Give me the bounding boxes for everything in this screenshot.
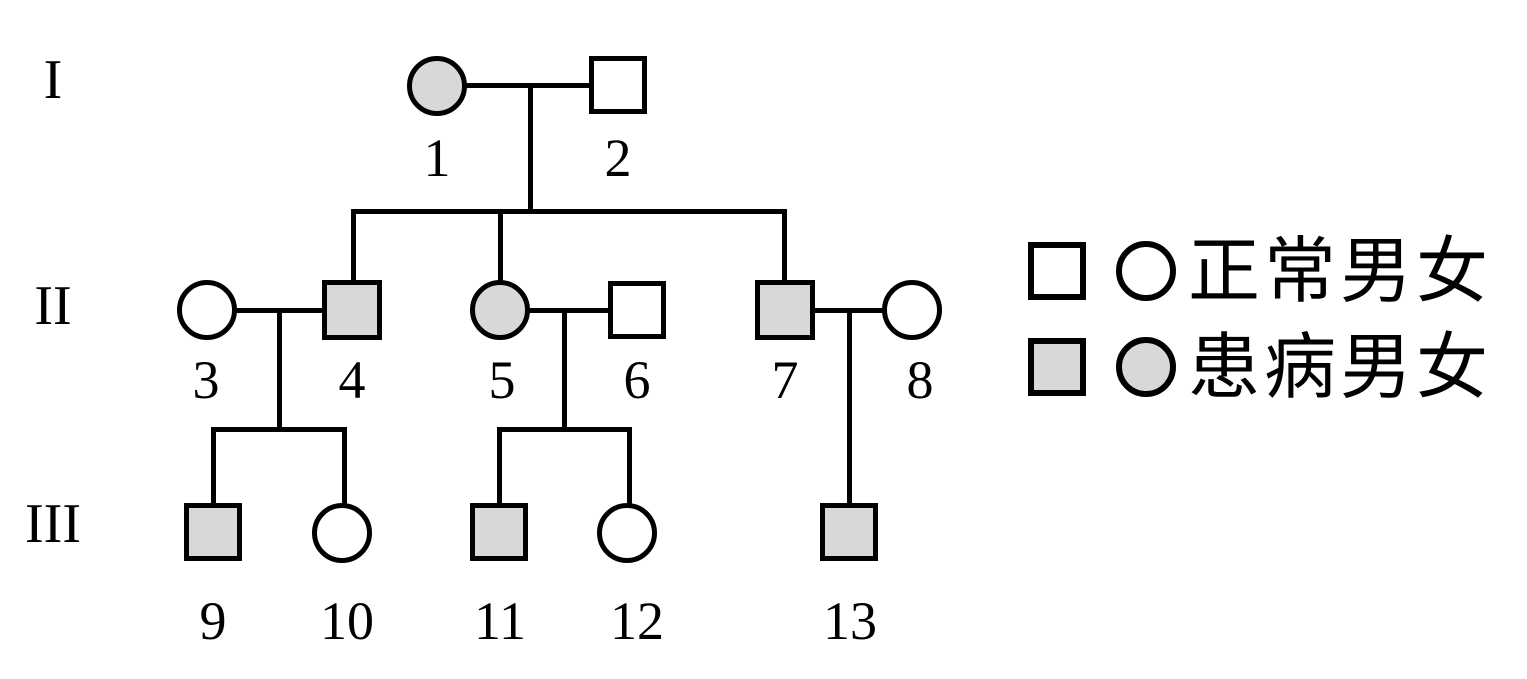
individual-4-symbol (322, 280, 382, 340)
legend-affected-female-circle-icon (1116, 337, 1176, 397)
legend-affected-male-square-icon (1028, 338, 1086, 396)
individual-10-id: 10 (320, 591, 374, 651)
sibling-drop-5 (498, 209, 503, 282)
individual-5-id: 5 (488, 350, 516, 410)
individual-2-symbol (589, 56, 647, 114)
individual-2-id: 2 (604, 128, 632, 188)
legend-normal-male-square-icon (1028, 242, 1086, 300)
individual-3-symbol (177, 280, 237, 340)
individual-1-symbol (407, 56, 467, 116)
individual-9-symbol (184, 503, 242, 561)
sibling-drop-11 (497, 427, 502, 505)
individual-3-id: 3 (192, 350, 220, 410)
legend-normal-label: 正常男女 (1188, 229, 1493, 313)
legend-normal-female-circle-icon (1116, 241, 1176, 301)
sibship-bar-11-12 (497, 427, 632, 432)
descent-line-7-8 (847, 308, 852, 504)
mating-line-5-6 (529, 308, 611, 313)
individual-1-id: 1 (423, 128, 451, 188)
individual-6-id: 6 (623, 350, 651, 410)
sibling-drop-10 (342, 427, 347, 505)
individual-4-id: 4 (338, 350, 366, 410)
individual-9-id: 9 (199, 591, 227, 651)
sibling-drop-9 (211, 427, 216, 505)
descent-line-1-2 (528, 83, 533, 211)
sibling-drop-4 (351, 209, 356, 282)
individual-7-symbol (755, 280, 815, 340)
individual-10-symbol (312, 503, 372, 563)
individual-8-symbol (882, 280, 942, 340)
individual-12-symbol (597, 503, 657, 563)
generation-label-3: III (25, 493, 81, 555)
descent-line-5-6 (562, 308, 567, 430)
sibling-drop-7 (782, 209, 787, 282)
individual-5-symbol (470, 280, 530, 340)
individual-12-id: 12 (610, 591, 664, 651)
generation-label-2: II (34, 275, 72, 337)
sibling-drop-12 (627, 427, 632, 505)
individual-7-id: 7 (771, 350, 799, 410)
descent-line-3-4 (277, 308, 282, 430)
individual-6-symbol (608, 281, 666, 339)
individual-13-id: 13 (823, 591, 877, 651)
sibship-bar-9-10 (211, 427, 347, 432)
individual-13-symbol (820, 503, 878, 561)
individual-11-id: 11 (474, 591, 526, 651)
sibship-bar-generation-2 (351, 209, 787, 214)
generation-label-1: I (43, 49, 63, 111)
legend-affected-label: 患病男女 (1188, 325, 1493, 409)
individual-11-symbol (470, 503, 528, 561)
individual-8-id: 8 (906, 350, 934, 410)
